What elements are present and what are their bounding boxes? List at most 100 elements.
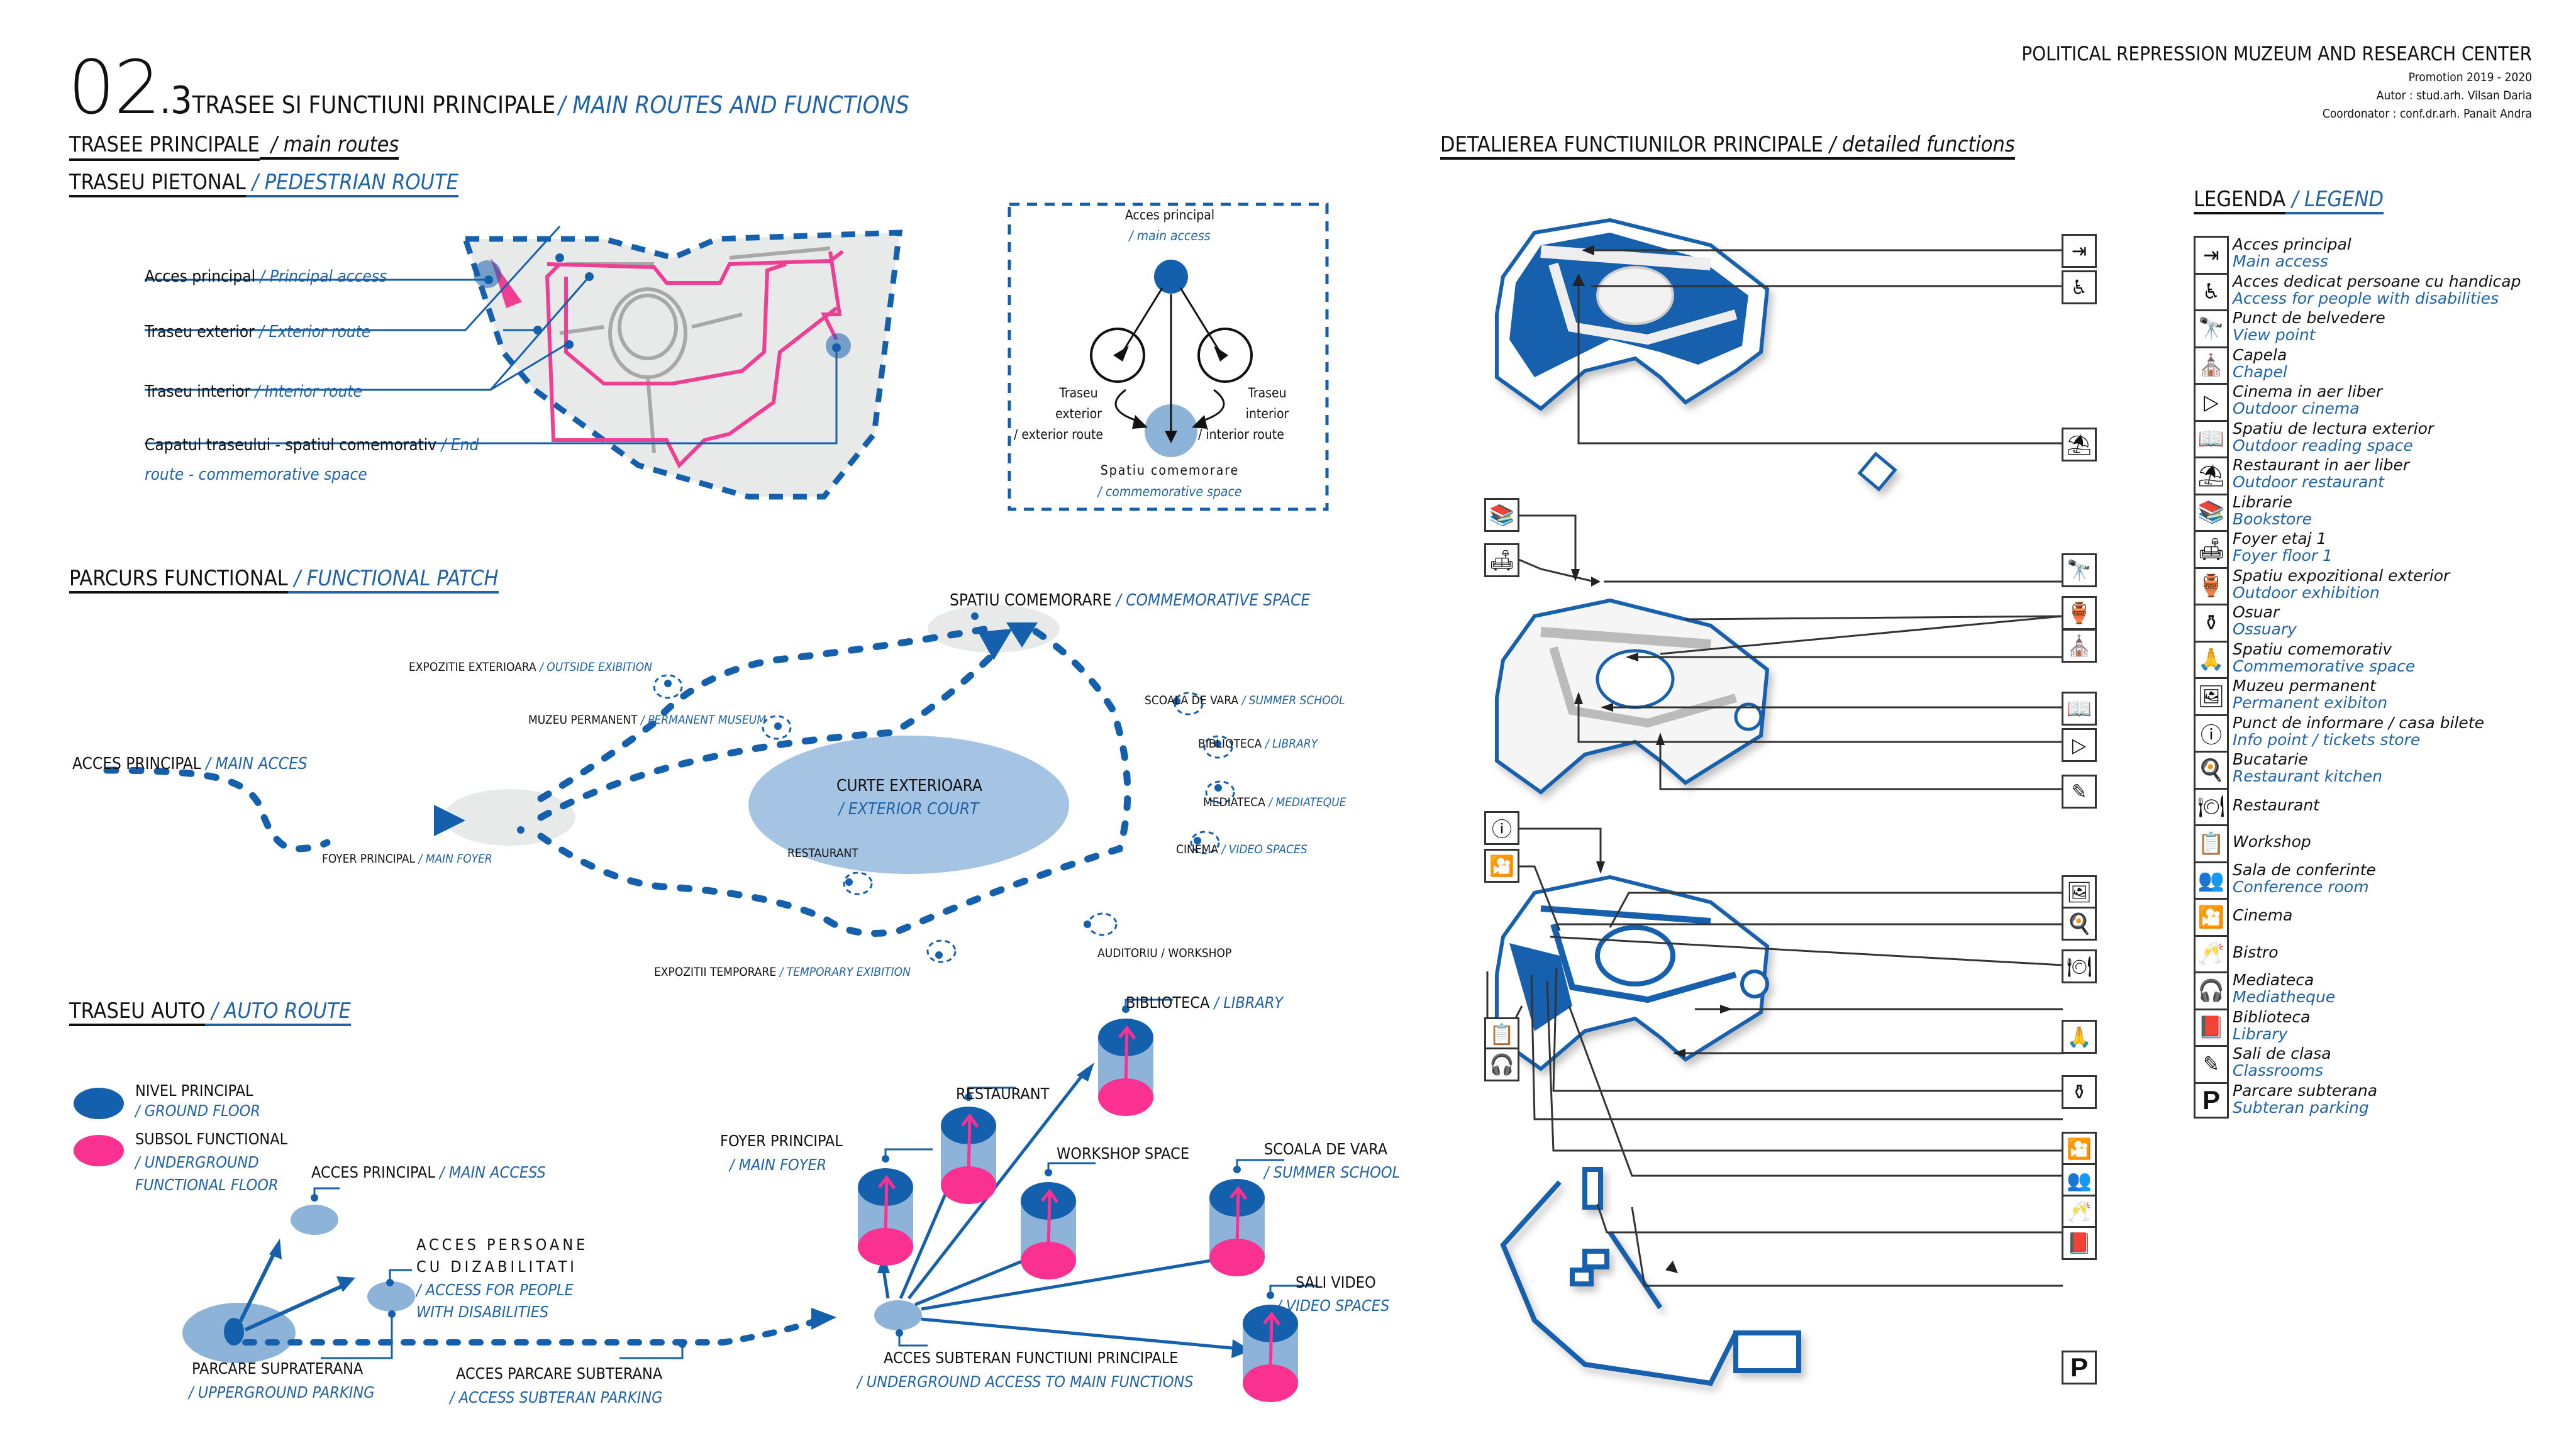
route-scheme-diagram bbox=[1008, 202, 1329, 511]
workshop-icon: 📋 bbox=[1484, 1017, 1519, 1051]
fp-library: BIBLIOTECA / LIBRARY bbox=[1198, 737, 1318, 751]
books-icon: 📚 bbox=[2194, 493, 2229, 530]
legend-label-ro: Osuar bbox=[2233, 603, 2280, 621]
ar-underground-ro: ACCES SUBTERAN FUNCTIUNI PRINCIPALE bbox=[884, 1349, 1179, 1367]
legend-label-en: Bookstore bbox=[2233, 509, 2312, 528]
fp-cinema: CINEMA / VIDEO SPACES bbox=[1176, 843, 1307, 856]
kitchen-icon: 🍳 bbox=[2194, 751, 2229, 788]
ar-sub-parking-ro: ACCES PARCARE SUBTERANA bbox=[456, 1364, 663, 1383]
legend-label-en: Ossuary bbox=[2233, 620, 2297, 638]
title-ro: TRASEE SI FUNCTIUNI PRINCIPALE bbox=[192, 91, 556, 119]
cylinder-library bbox=[1098, 998, 1173, 1116]
pedestrian-heading: TRASEU PIETONAL/ PEDESTRIAN ROUTE bbox=[69, 170, 458, 197]
scheme-left-3: / exterior route bbox=[1014, 427, 1104, 442]
legend-label-ro: Punct de informare / casa bilete bbox=[2233, 713, 2484, 732]
key-under-en: / UNDERGROUND bbox=[135, 1153, 259, 1171]
leader-lines bbox=[145, 225, 838, 445]
key-ground-en: / GROUND FLOOR bbox=[135, 1102, 260, 1120]
plan-leader-lines bbox=[1486, 249, 2063, 1287]
legend-label-en: Access for people with disabilities bbox=[2233, 289, 2499, 307]
legend-label-ro: Muzeu permanent bbox=[2233, 677, 2376, 695]
wine-glasses-icon: 🥂 bbox=[2194, 934, 2229, 971]
plan-level-parking bbox=[1500, 1167, 1801, 1386]
fp-mediateca: MEDIATECA / MEDIATEQUE bbox=[1203, 795, 1346, 809]
scheme-right-3: / interior route bbox=[1198, 427, 1284, 442]
legend-label-en: Classrooms bbox=[2233, 1061, 2324, 1080]
fp-court-ro: CURTE EXTERIOARA bbox=[836, 777, 982, 795]
up-arrow-icon bbox=[1230, 1185, 1248, 1249]
info-icon: ⓘ bbox=[2194, 714, 2229, 751]
up-arrow-icon bbox=[961, 1113, 979, 1176]
fp-temporary: EXPOZITII TEMPORARE / TEMPORARY EXIBITIO… bbox=[654, 965, 911, 979]
up-arrow-icon bbox=[878, 1174, 896, 1238]
legend-label-en: Mediatheque bbox=[2233, 988, 2336, 1006]
promotion: Promotion 2019 - 2020 bbox=[2408, 70, 2532, 84]
scheme-bottom-en: / commemorative space bbox=[1097, 484, 1242, 499]
up-arrow-icon bbox=[1263, 1311, 1281, 1374]
wheelchair-icon: ♿ bbox=[2062, 270, 2097, 304]
legend-heading: LEGENDA/ LEGEND bbox=[2194, 187, 2384, 214]
legend-label-en: Subteran parking bbox=[2233, 1098, 2369, 1117]
scheme-top-en: / main access bbox=[1129, 228, 1211, 243]
key-ground-floor-swatch bbox=[74, 1088, 124, 1119]
foyer-arrow bbox=[434, 805, 465, 836]
legend-label-ro: Foyer etaj 1 bbox=[2233, 529, 2327, 548]
legend-label-en: Library bbox=[2233, 1024, 2288, 1043]
ar-summer-ro: SCOALA DE VARA bbox=[1264, 1140, 1388, 1158]
umbrella-table-icon: ⛱ bbox=[2062, 428, 2097, 461]
legend-label-en: Outdoor cinema bbox=[2233, 399, 2360, 417]
chapel-icon: ⛪ bbox=[2194, 346, 2229, 383]
headphones-icon: 🎧 bbox=[1484, 1047, 1519, 1081]
urn-icon: ⚱ bbox=[2062, 1075, 2097, 1109]
auto-route-heading: TRASEU AUTO/ AUTO ROUTE bbox=[69, 998, 351, 1026]
fp-summer-school: SCOALA DE VARA / SUMMER SCHOOL bbox=[1145, 694, 1345, 707]
outdoor-cinema-icon: ▷ bbox=[2062, 728, 2097, 762]
ar-disabled-en1: / ACCESS FOR PEOPLE bbox=[416, 1281, 574, 1299]
reading-icon: 📖 bbox=[2194, 419, 2229, 456]
ar-disabled-ro2: CU DIZABILITATI bbox=[416, 1257, 577, 1276]
legend-label-ro: Spatiu de lectura exterior bbox=[2233, 419, 2434, 438]
scheme-interior-node bbox=[1197, 328, 1253, 383]
outdoor-cinema-icon: ▷ bbox=[2194, 383, 2229, 420]
cylinder-video bbox=[1243, 1285, 1318, 1402]
scheme-left-1: Traseu bbox=[1059, 385, 1098, 401]
fp-commemorative: SPATIU COMEMORARE / COMMEMORATIVE SPACE bbox=[950, 591, 1311, 610]
painting-viewer-icon: 🖼 bbox=[2062, 875, 2097, 909]
conference-icon: 👥 bbox=[2194, 861, 2229, 898]
legend-item: 📋Workshop bbox=[2194, 824, 2521, 861]
classroom-icon: ✎ bbox=[2194, 1045, 2229, 1082]
legend-label-en: Commemorative space bbox=[2233, 656, 2416, 675]
legend-label-ro: Bucatarie bbox=[2233, 750, 2308, 768]
info-icon: ⓘ bbox=[1484, 811, 1519, 845]
section-number: 02 bbox=[68, 44, 161, 131]
cylinder-workshop bbox=[1021, 1162, 1096, 1279]
legend-label-ro: Restaurant bbox=[2233, 795, 2319, 814]
ar-underground-en: / UNDERGROUND ACCESS TO MAIN FUNCTIONS bbox=[857, 1373, 1194, 1391]
legend-label-en: Outdoor exhibition bbox=[2233, 583, 2380, 602]
label-end-route-2: route - commemorative space bbox=[145, 465, 367, 484]
cylinder-restaurant bbox=[941, 1086, 1016, 1204]
ar-summer-en: / SUMMER SCHOOL bbox=[1264, 1163, 1401, 1181]
exterior-route bbox=[564, 251, 842, 385]
legend-label-en: Main access bbox=[2233, 252, 2328, 270]
enter-icon: ⇥ bbox=[2062, 234, 2097, 268]
legend-label-ro: Acces dedicat persoane cu handicap bbox=[2233, 272, 2521, 290]
scheme-right-1: Traseu bbox=[1248, 385, 1287, 401]
legend-label-ro: Biblioteca bbox=[2233, 1007, 2311, 1026]
enter-icon: ⇥ bbox=[2194, 236, 2229, 273]
project-title: POLITICAL REPRESSION MUZEUM AND RESEARCH… bbox=[2021, 43, 2532, 65]
section-sub: .3 bbox=[160, 79, 192, 123]
parking-icon: P bbox=[2062, 1351, 2097, 1384]
exhibit-icon: 🏺 bbox=[2062, 596, 2097, 630]
ar-library: BIBLIOTECA / LIBRARY bbox=[1126, 993, 1284, 1012]
